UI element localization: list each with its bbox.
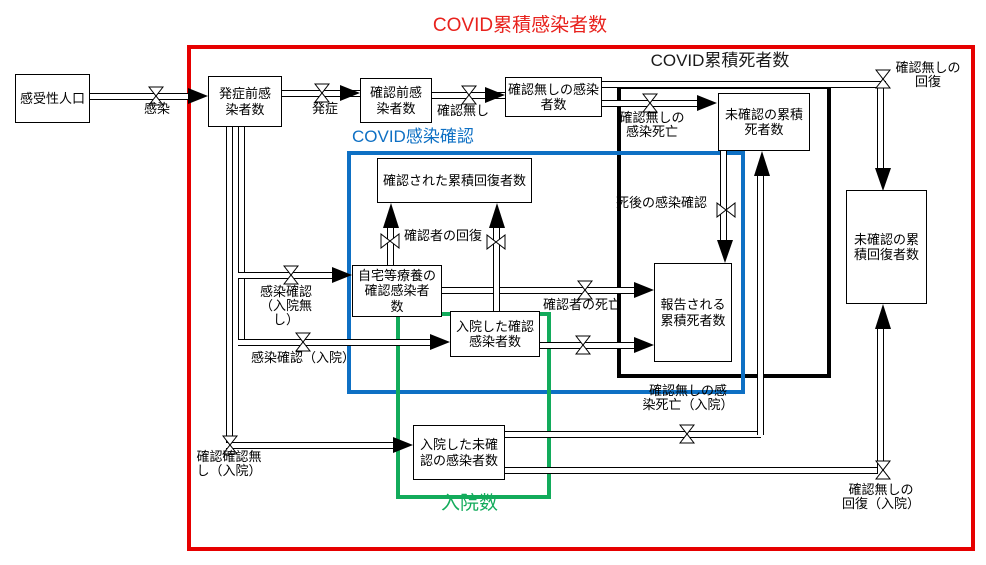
cumulative-infections-frame (187, 45, 975, 551)
stock-confirmed-cumulative-recovered: 確認された累積回復者数 (377, 158, 532, 203)
flow-label-unconfirmed-recovery: 確認無しの 回復 (895, 60, 961, 90)
hospitalizations-title: 入院数 (440, 493, 498, 514)
valve-onset-icon (314, 83, 330, 103)
flow-label-unconfirmed-infection-death-hospitalized: 確認無しの感 染死亡（入院） (642, 383, 734, 413)
valve-confirmation-hosp-icon (295, 332, 311, 352)
pipe-unconfirmed-recovery-hosp-h (505, 467, 883, 474)
stock-hospitalized-confirmed-infected: 入院した確認 感染者数 (450, 311, 540, 357)
pipe-to-hospital-unconfirmed-h (226, 442, 402, 449)
stock-homecare-confirmed-infected: 自宅等療養の 確認感染者 数 (352, 265, 442, 317)
pipe-confirmed-death-hospital (540, 342, 638, 349)
arrowhead (754, 151, 770, 176)
flow-label-postmortem-confirmation: 死後の感染確認 (616, 195, 708, 210)
pipe-unconfirmed-recovery-v (877, 87, 884, 173)
arrowhead (188, 88, 208, 104)
valve-infection-icon (148, 86, 164, 106)
flow-label-no-confirmation: 確認無し (436, 103, 489, 118)
arrowhead (489, 203, 505, 228)
pipe-postmortem-confirmation (720, 151, 727, 246)
flow-label-infection: 感染 (143, 101, 170, 116)
flow-label-onset: 発症 (311, 101, 338, 116)
valve-unconfirmed-recovery-icon (875, 69, 891, 89)
arrowhead (485, 87, 505, 103)
arrowhead (634, 337, 654, 353)
flow-label-unconfirmed-recovery-hospitalized: 確認無しの 回復（入院） (841, 482, 920, 512)
cumulative-deaths-title: COVID累積死者数 (650, 51, 790, 70)
arrowhead (393, 437, 413, 453)
arrowhead (634, 282, 654, 298)
pipe-unconfirmed-recovery-h (602, 81, 886, 88)
valve-confirmed-death-hospital-icon (575, 335, 591, 355)
arrowhead (717, 240, 733, 263)
infection-confirmation-title: COVID感染確認 (352, 127, 474, 146)
stock-unconfirmed-infected: 確認無しの感染 者数 (505, 77, 602, 117)
valve-confirmation-none-hosp-icon (222, 435, 238, 455)
arrowhead (383, 203, 399, 228)
arrowhead (430, 334, 450, 350)
flow-label-confirmed-death: 確認者の死亡 (542, 297, 621, 312)
valve-confirmed-recovery-hospital-icon (486, 234, 506, 250)
flow-label-confirmed-recovery: 確認者の回復 (403, 228, 482, 243)
arrowhead (697, 95, 717, 111)
valve-confirmation-no-hosp-icon (283, 265, 299, 285)
flow-label-confirmation-hospitalization: 感染確認（入院） (250, 350, 355, 365)
pipe-infection (90, 93, 196, 100)
flow-label-unconfirmed-infection-death: 確認無しの 感染死亡 (619, 110, 685, 140)
stock-susceptible: 感受性人口 (15, 74, 90, 123)
stock-preconfirmation-infected: 確認前感 染者数 (360, 78, 432, 123)
arrowhead (332, 267, 352, 283)
valve-postmortem-confirmation-icon (716, 202, 736, 218)
arrowhead (340, 85, 360, 101)
valve-confirmed-recovery-homecare-icon (380, 233, 400, 249)
stock-unconfirmed-cumulative-deaths: 未確認の累積 死者数 (718, 93, 810, 151)
stock-presymptomatic-infected: 発症前感 染者数 (208, 76, 282, 127)
pipe-confirmation-v (238, 127, 245, 345)
valve-unconfirmed-death-icon (642, 93, 658, 113)
pipe-unconfirmed-recovery-hosp-v (877, 327, 884, 474)
flow-label-confirmation-no-hospitalization: 感染確認 （入院無 し） (259, 284, 312, 328)
stock-hospitalized-unconfirmed-infected: 入院した未確 認の感染者数 (413, 425, 505, 480)
pipe-unconfirmed-death-hosp-v (757, 173, 764, 435)
stock-reported-cumulative-deaths: 報告される 累積死者数 (654, 263, 732, 362)
pipe-to-hospital-unconfirmed-v (226, 127, 233, 443)
valve-confirmed-death-homecare-icon (577, 280, 593, 300)
pipe-confirmation-hosp-h (238, 339, 434, 346)
stock-unconfirmed-cumulative-recovered: 未確認の累 積回復者数 (846, 190, 927, 304)
pipe-unconfirmed-death-hosp-h (505, 431, 761, 438)
pipe-confirmed-recovery-hospital (493, 222, 500, 311)
pipe-unconfirmed-death (602, 100, 706, 107)
arrowhead (875, 304, 891, 329)
valve-no-confirmation-icon (461, 85, 477, 105)
flow-label-confirmation-none-hospitalization: 確認確認無 し（入院） (196, 449, 262, 479)
pipe-confirmed-death-homecare (442, 287, 638, 294)
valve-unconfirmed-death-hosp-icon (679, 424, 695, 444)
cumulative-infections-title: COVID累積感染者数 (432, 15, 608, 36)
valve-unconfirmed-recovery-hosp-icon (875, 460, 891, 480)
arrowhead (875, 168, 891, 191)
